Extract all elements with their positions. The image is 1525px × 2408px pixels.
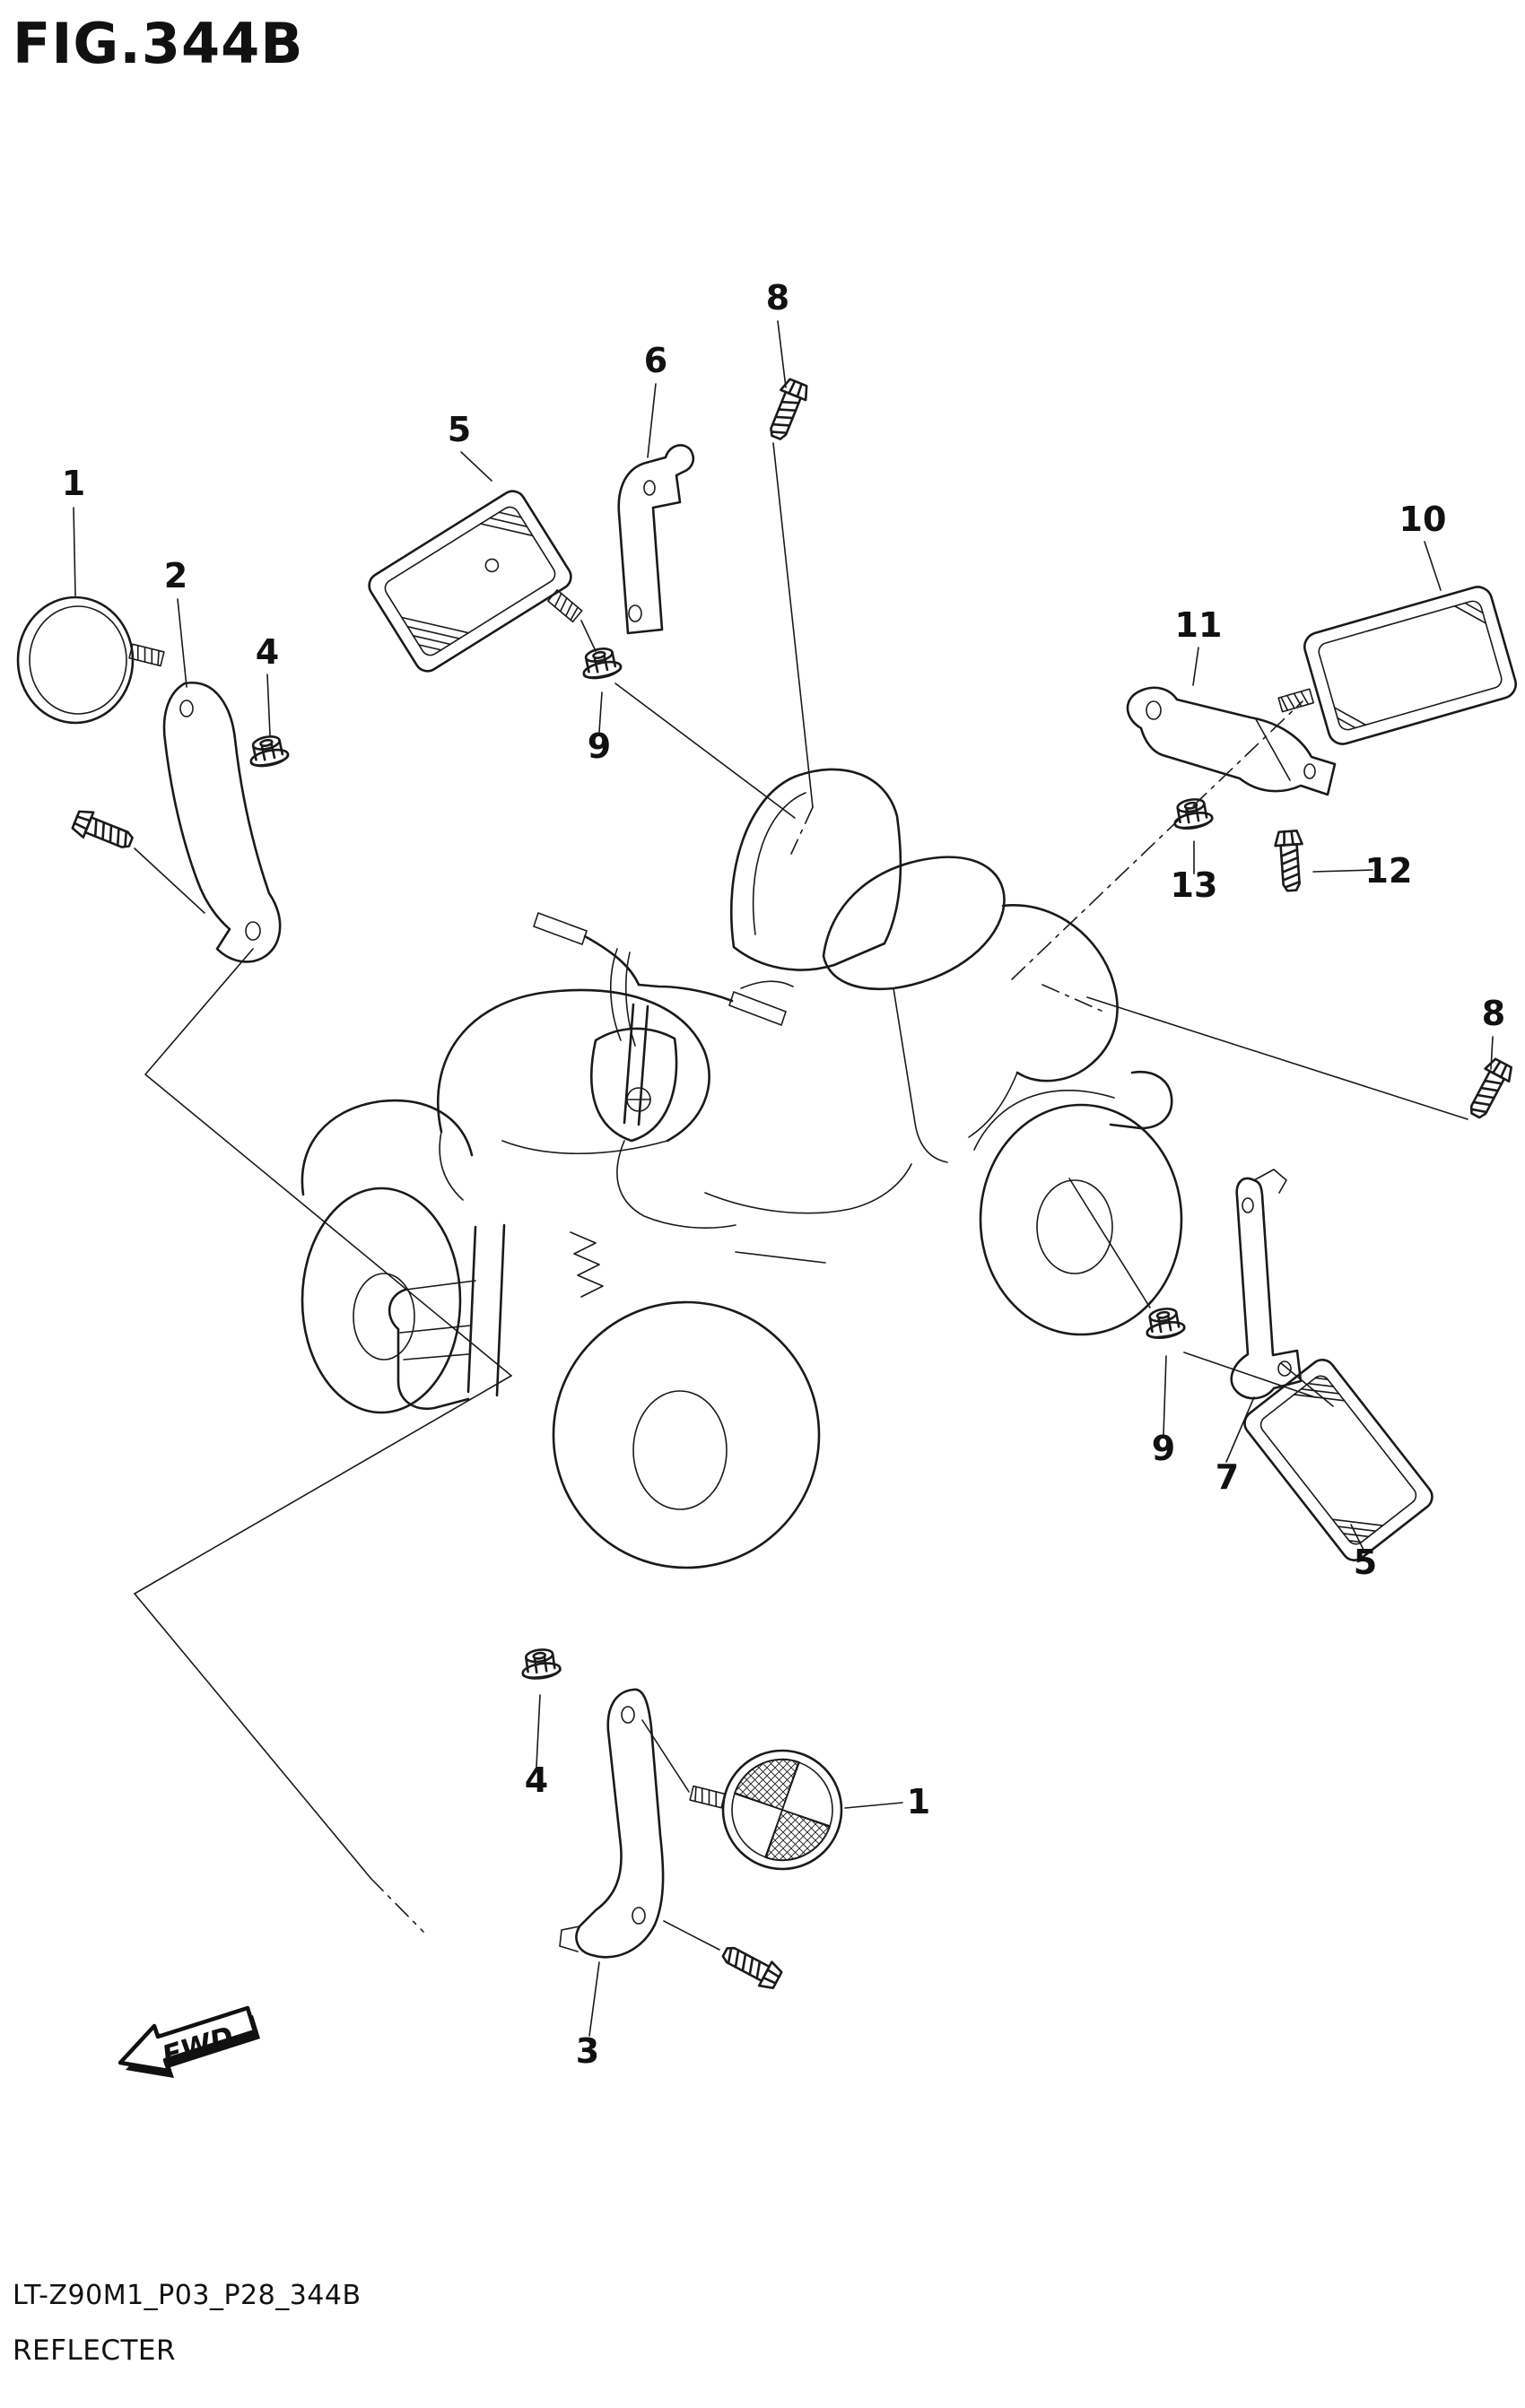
callout-8-right: 8 (1482, 994, 1505, 1033)
callout-10: 10 (1399, 500, 1447, 539)
callout-2: 2 (164, 556, 187, 595)
part-nut-13 (1170, 795, 1215, 832)
construction-lines (134, 442, 1468, 1951)
part-nut-9-top (578, 644, 623, 682)
callouts: 8 6 5 1 2 4 9 10 11 13 12 8 9 7 5 4 1 3 (62, 278, 1505, 2071)
part-bracket-front-left (162, 681, 282, 963)
callout-11: 11 (1175, 605, 1223, 645)
callout-4-front: 4 (256, 632, 279, 672)
callout-12: 12 (1365, 851, 1413, 891)
part-bolt-rear (717, 1939, 785, 1994)
callout-9-right: 9 (1152, 1429, 1175, 1468)
callout-1-front: 1 (62, 464, 85, 503)
callout-8-top: 8 (766, 278, 789, 317)
callout-13: 13 (1171, 865, 1218, 905)
part-bracket-11 (1126, 686, 1337, 796)
part-reflector-round-front (16, 595, 165, 725)
part-reflector-round-rear (689, 1749, 843, 1871)
atv-illustration (301, 768, 1183, 1569)
callout-5-rear: 5 (1354, 1543, 1377, 1582)
part-bolt-front-left (69, 805, 137, 856)
part-bolt-8-top (762, 376, 813, 444)
part-bracket-3 (559, 1688, 665, 1959)
part-bracket-6 (617, 444, 695, 635)
callout-5-top: 5 (448, 410, 471, 449)
footer-part-name: REFLECTER (13, 2334, 177, 2367)
fwd-arrow: FWD (118, 2005, 260, 2078)
part-reflector-rect-front (368, 490, 583, 673)
fwd-arrow-shape (118, 2005, 257, 2073)
callout-4-rear: 4 (525, 1760, 548, 1800)
part-reflector-rect-10 (1277, 586, 1517, 745)
part-bolt-12 (1273, 829, 1307, 893)
part-nut-4-front (245, 732, 291, 770)
footer-part-code: LT-Z90M1_P03_P28_344B (13, 2280, 362, 2311)
reflector-stud-icon (689, 1785, 726, 1809)
callout-7: 7 (1216, 1457, 1239, 1497)
reflector-stud-icon (1277, 688, 1315, 713)
part-nut-4-rear (518, 1646, 562, 1682)
footer: LT-Z90M1_P03_P28_344B REFLECTER (13, 2280, 362, 2367)
reflector-stud-icon (128, 643, 165, 667)
callout-3: 3 (576, 2031, 599, 2071)
callout-1-rear: 1 (907, 1782, 930, 1821)
leader-lines (73, 320, 1494, 2037)
callout-9-top: 9 (588, 726, 611, 766)
reflector-stud-icon (547, 589, 583, 623)
part-nut-9-right (1142, 1304, 1187, 1342)
figure-title: FIG.344B (13, 11, 304, 76)
part-reflector-rect-rear (1243, 1359, 1434, 1561)
part-bolt-8-right (1462, 1056, 1517, 1124)
part-bracket-7 (1230, 1169, 1303, 1400)
diagram-art: FWD 8 6 5 1 2 4 9 10 11 13 12 8 9 7 5 4 … (16, 278, 1517, 2078)
callout-6: 6 (644, 341, 667, 380)
